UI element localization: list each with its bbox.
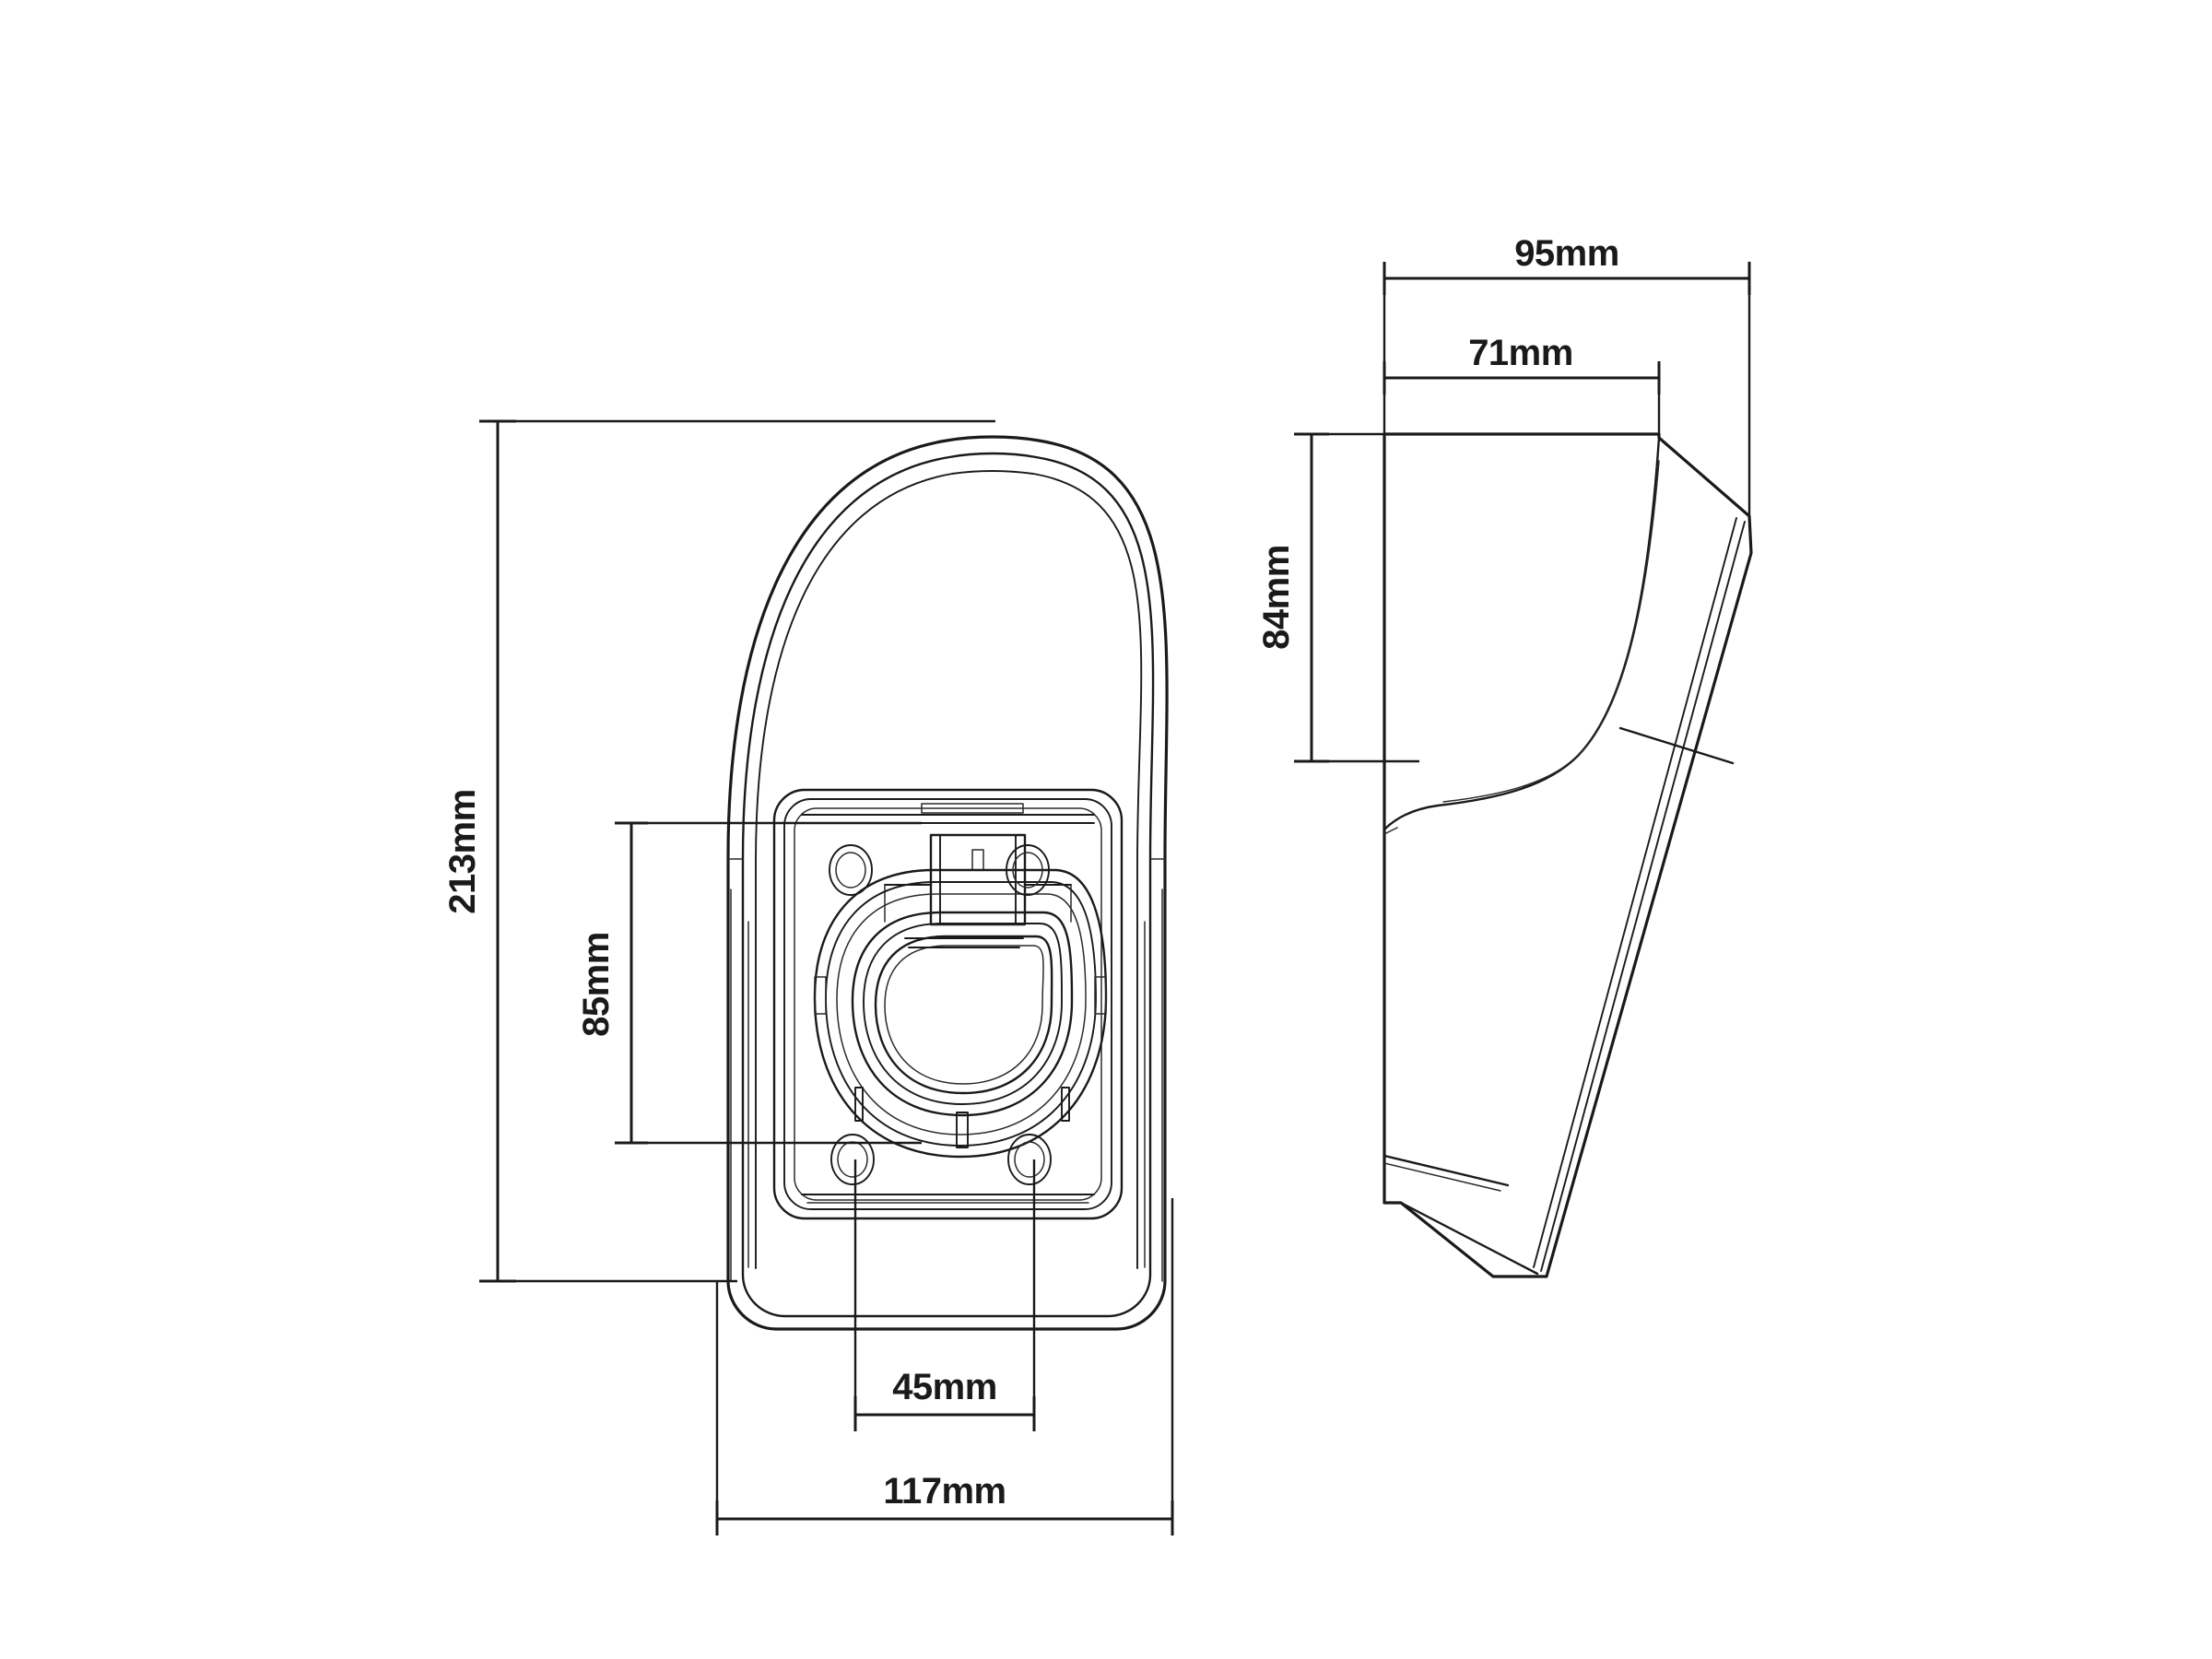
front-socket-plate [772,788,1124,1220]
side-view [1382,432,1753,1278]
dimension-label-84mm: 84mm [1256,545,1297,650]
dimension-label-45mm: 45mm [892,1367,997,1407]
socket-bore-rings [813,868,1108,1159]
dimension-label-95mm: 95mm [1514,233,1619,274]
front-housing-outline [726,435,1169,1331]
dimension-84mm: 84mm [1256,432,1419,763]
screw-hole-top-right [1006,844,1050,896]
screw-hole-bottom-right [1007,1134,1052,1185]
dimension-117mm: 117mm [715,1198,1174,1535]
dimension-213mm: 213mm [442,419,995,1283]
dimension-label-71mm: 71mm [1468,333,1573,373]
dimension-label-85mm: 85mm [576,932,617,1037]
socket-latch-tab [884,833,1072,926]
dimension-95mm: 95mm [1382,233,1751,516]
front-view [726,435,1169,1331]
dimension-45mm: 45mm [853,1159,1036,1431]
screw-hole-top-left [829,844,873,896]
dimension-label-117mm: 117mm [883,1471,1006,1512]
dimension-71mm: 71mm [1382,333,1661,438]
dimension-85mm: 85mm [576,821,922,1145]
dimension-label-213mm: 213mm [442,789,483,913]
